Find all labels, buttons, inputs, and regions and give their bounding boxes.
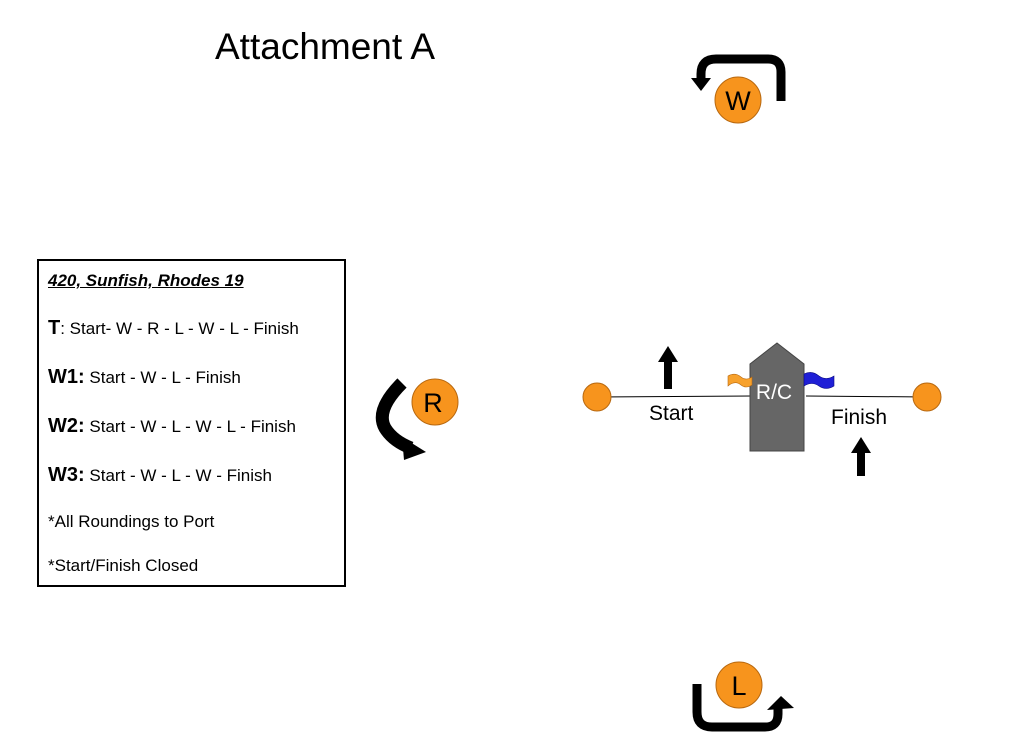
- course-code: W3:: [48, 464, 85, 486]
- rounding-arrowhead-icon: [402, 437, 426, 460]
- rounding-arrowhead-icon: [691, 78, 711, 91]
- course-legend-box: 420, Sunfish, Rhodes 19 T: Start- W - R …: [37, 259, 346, 587]
- rounding-arrowhead-icon: [767, 696, 794, 710]
- start-pin-buoy-icon: [582, 382, 612, 412]
- rounding-arrow-icon: [696, 54, 786, 101]
- leeward-mark-buoy-icon: [715, 661, 763, 709]
- course-line-w1: W1: Start - W - L - Finish: [48, 366, 241, 389]
- blue-flag-icon: [803, 372, 835, 389]
- finish-line: [805, 395, 928, 398]
- note-roundings: *All Roundings to Port: [48, 512, 215, 531]
- finish-direction-arrow-shaft: [857, 451, 865, 476]
- rounding-arrow-icon: [692, 684, 783, 732]
- finish-pin-buoy-icon: [912, 382, 942, 412]
- note-start-finish: *Start/Finish Closed: [48, 556, 199, 575]
- fleet-heading: 420, Sunfish, Rhodes 19: [48, 271, 244, 290]
- windward-mark-buoy-icon: [714, 76, 762, 124]
- reach-mark-group: R: [375, 378, 459, 460]
- course-line-w3: W3: Start - W - L - W - Finish: [48, 464, 272, 487]
- course-code: W1:: [48, 366, 85, 388]
- start-finish-line-group: Start Finish R/C: [582, 342, 942, 476]
- course-route: Start - W - L - W - Finish: [84, 466, 272, 485]
- finish-label: Finish: [831, 406, 887, 429]
- committee-boat-label: R/C: [756, 381, 792, 404]
- start-direction-arrow-icon: [658, 346, 678, 362]
- start-label: Start: [649, 402, 694, 425]
- orange-flag-icon: [727, 373, 753, 388]
- reach-mark-label: R: [423, 388, 443, 418]
- reach-mark-buoy-icon: [411, 378, 459, 426]
- finish-direction-arrow-icon: [851, 437, 871, 453]
- rounding-arrow-icon: [375, 378, 414, 455]
- course-line-w2: W2: Start - W - L - W - L - Finish: [48, 415, 296, 438]
- start-line: [596, 395, 753, 398]
- course-route: Start- W - R - L - W - L - Finish: [64, 319, 299, 338]
- course-code: W2:: [48, 415, 85, 437]
- course-line-t: T: Start- W - R - L - W - L - Finish: [48, 317, 299, 340]
- course-code: T: [48, 317, 61, 339]
- leeward-mark-group: L: [692, 661, 794, 732]
- course-route: Start - W - L - W - L - Finish: [84, 417, 296, 436]
- page-title: Attachment A: [215, 26, 436, 67]
- course-separator: :: [60, 319, 65, 338]
- windward-mark-label: W: [725, 86, 751, 116]
- start-direction-arrow-shaft: [664, 360, 672, 389]
- windward-mark-group: W: [691, 54, 786, 124]
- course-route: Start - W - L - Finish: [84, 368, 241, 387]
- leeward-mark-label: L: [731, 671, 746, 701]
